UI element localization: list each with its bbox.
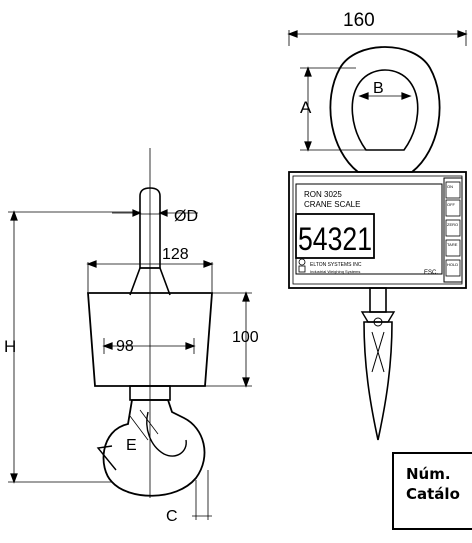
catalog-line-2: Catálo xyxy=(406,485,460,503)
dim-128-label: 128 xyxy=(162,246,189,263)
left-view xyxy=(8,148,252,520)
dim-h-label: H xyxy=(4,337,16,356)
dim-d-label: ØD xyxy=(174,208,198,225)
dim-c-label: C xyxy=(166,508,178,525)
button-zero-label: ZERO xyxy=(447,222,458,227)
dim-98-label: 98 xyxy=(116,338,134,355)
button-tare-label: TARE xyxy=(447,242,458,247)
dim-b-label: B xyxy=(373,80,384,97)
dim-a-label: A xyxy=(300,98,312,117)
dim-160-label: 160 xyxy=(343,10,375,31)
button-off-label: OFF xyxy=(447,202,456,207)
catalog-line-1: Núm. xyxy=(406,465,451,483)
display-reading: 54321 xyxy=(298,221,372,257)
display-subtitle: CRANE SCALE xyxy=(304,200,360,209)
button-hold-label: HOLD xyxy=(447,262,458,267)
display-esc: ESC. xyxy=(424,270,438,276)
button-on-label: ON xyxy=(447,184,453,189)
display-model: RON 3025 xyxy=(304,190,342,199)
display-company: ELTON SYSTEMS INC xyxy=(310,262,362,268)
dim-100-label: 100 xyxy=(232,329,259,346)
display-tagline: Industrial Weighing Systems xyxy=(310,269,360,274)
dim-e-label: E xyxy=(126,437,137,454)
right-view xyxy=(287,30,468,441)
catalog-label-box: Núm. Catálo xyxy=(392,452,472,530)
